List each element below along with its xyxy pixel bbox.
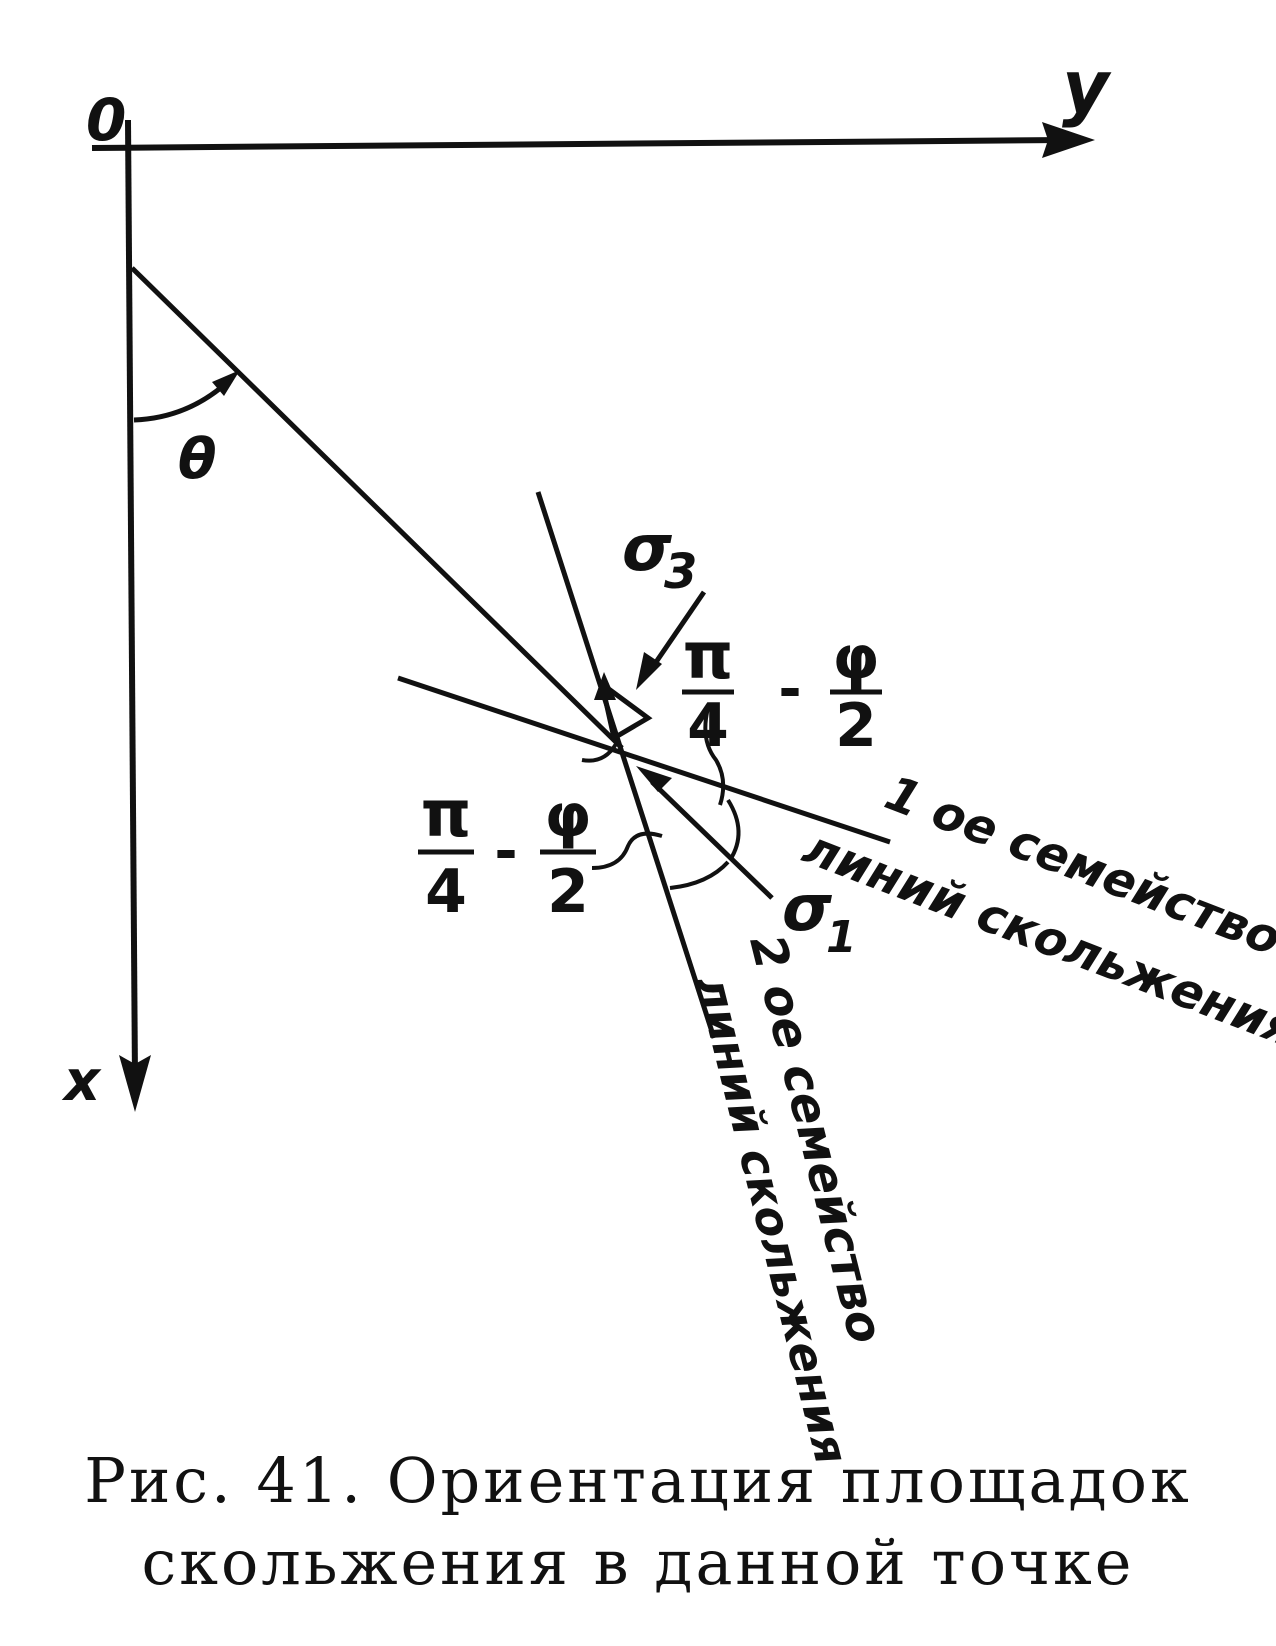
theta-arc-arrowhead	[212, 370, 240, 396]
angle-arc-lower	[669, 860, 730, 890]
x-axis-label: x	[61, 1049, 102, 1114]
origin-label: 0	[86, 86, 126, 154]
upper-minus: -	[778, 657, 801, 722]
stress-element-triangle	[598, 678, 653, 742]
x-axis-arrowhead	[119, 1055, 151, 1112]
y-axis-arrowhead	[1042, 122, 1095, 158]
sigma1-arrowhead	[636, 766, 672, 792]
sigma3-arrow-shaft	[649, 590, 707, 670]
theta-label: θ	[178, 427, 216, 492]
lower-two: 2	[547, 857, 589, 927]
slip-line-family-2	[535, 491, 717, 1039]
y-axis-label: y	[1062, 45, 1112, 129]
angle-arc-upper	[726, 798, 741, 862]
angle-label-lower: π 4 - φ 2	[418, 778, 596, 927]
direction-line	[130, 266, 624, 750]
lower-phi: φ	[545, 781, 592, 851]
angle-label-upper: π 4 - φ 2	[682, 620, 882, 761]
y-axis-line	[91, 137, 1066, 151]
sigma3-label: σ	[622, 512, 672, 586]
point-hook	[581, 742, 618, 763]
figure-caption: Рис. 41. Ориентация площадок скольжения …	[0, 1440, 1276, 1604]
small-upward-arrowhead	[594, 672, 616, 700]
caption-line-2: скольжения в данной точке	[141, 1526, 1135, 1599]
caption-line-1: Рис. 41. Ориентация площадок	[84, 1444, 1192, 1517]
sigma1-arrow-shaft	[650, 780, 774, 900]
upper-two: 2	[835, 691, 877, 761]
sigma3-arrowhead	[636, 652, 662, 690]
upper-four: 4	[687, 691, 729, 761]
upper-pi: π	[683, 620, 734, 694]
lower-pi: π	[421, 778, 472, 852]
x-axis-line	[125, 119, 138, 1081]
sigma3-subscript: 3	[664, 544, 697, 600]
lower-minus: -	[494, 819, 517, 884]
leader-lower	[591, 831, 663, 870]
upper-phi: φ	[833, 623, 880, 693]
lower-four: 4	[425, 857, 467, 927]
leader-upper	[703, 707, 726, 806]
sigma1-subscript: 1	[826, 912, 857, 963]
sigma1-label: σ	[782, 872, 832, 946]
slip-line-family-1	[397, 675, 891, 845]
